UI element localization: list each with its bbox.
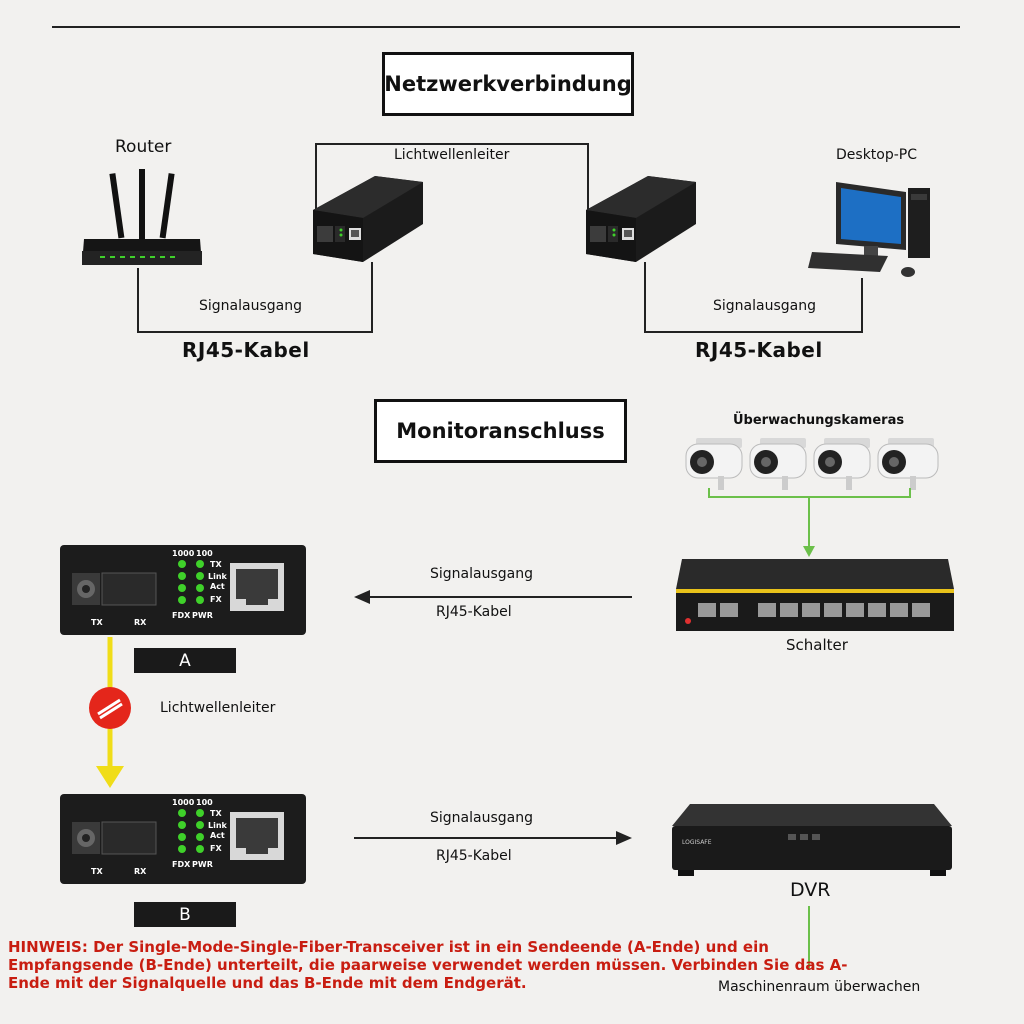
signal-label-bottom: Signalausgang: [430, 810, 533, 826]
led-fx-label: FX: [210, 844, 222, 853]
dvr-brand-label: LOGISAFE: [682, 839, 712, 846]
dvr-icon: LOGISAFE: [672, 804, 952, 876]
led-tx-label: TX: [210, 560, 222, 569]
converter-b: TX RX 1000 100 TX Link Act FX FDX PWR: [60, 794, 306, 884]
led-act-label: Act: [210, 582, 225, 591]
surveillance-cameras: [685, 438, 939, 490]
camera-icon: [749, 438, 807, 490]
desktop-label: Desktop-PC: [836, 147, 918, 163]
port-rx-label: RX: [134, 867, 147, 876]
router-icon: [82, 169, 202, 265]
network-switch-icon: [676, 559, 954, 631]
note-text: HINWEIS: Der Single-Mode-Single-Fiber-Tr…: [8, 938, 848, 992]
rj45-label-right: RJ45-Kabel: [695, 338, 823, 362]
rj45-label-left: RJ45-Kabel: [182, 338, 310, 362]
signal-label-right: Signalausgang: [713, 298, 816, 314]
led-100-label: 100: [196, 798, 213, 807]
signal-label-top: Signalausgang: [430, 566, 533, 582]
led-100-label: 100: [196, 549, 213, 558]
fiber-label-monitor: Lichtwellenleiter: [160, 700, 276, 716]
converter-a: TX RX 1000 100 TX Link Act FX FDX PWR: [60, 545, 306, 635]
rj45-label-bottom: RJ45-Kabel: [436, 848, 512, 864]
network-connection-lines: [137, 143, 863, 333]
dvr-room-line: [808, 906, 810, 968]
led-tx-label: TX: [210, 809, 222, 818]
end-b-tag: B: [134, 902, 236, 927]
cameras-label: Überwachungskameras: [733, 413, 905, 428]
led-link-label: Link: [208, 821, 228, 830]
led-pwr-label: PWR: [192, 860, 213, 869]
port-tx-label: TX: [91, 618, 103, 627]
camera-icon: [685, 438, 743, 490]
section-title-monitor: Monitoranschluss: [374, 399, 627, 463]
converter-b-panel: TX RX 1000 100 TX Link Act FX FDX PWR: [72, 798, 284, 876]
led-1000-label: 1000: [172, 549, 195, 558]
media-converter-right: [586, 176, 696, 262]
end-a-tag: A: [134, 648, 236, 673]
led-fdx-label: FDX: [172, 860, 191, 869]
camera-icon: [877, 438, 939, 490]
desktop-pc-icon: [808, 182, 930, 277]
section-title-network: Netzwerkverbindung: [382, 52, 634, 116]
port-tx-label: TX: [91, 867, 103, 876]
dvr-label: DVR: [790, 879, 831, 901]
camera-icon: [813, 438, 871, 490]
led-pwr-label: PWR: [192, 611, 213, 620]
room-label: Maschinenraum überwachen: [718, 979, 921, 995]
switch-label: Schalter: [786, 636, 848, 654]
port-rx-label: RX: [134, 618, 147, 627]
fiber-line: [315, 143, 589, 236]
top-rule: [52, 26, 960, 28]
signal-label-left: Signalausgang: [199, 298, 302, 314]
rj45-line-left: [137, 262, 373, 333]
rj45-label-top: RJ45-Kabel: [436, 604, 512, 620]
converter-a-panel: TX RX 1000 100 TX Link Act FX FDX PWR: [72, 549, 284, 627]
fiber-label: Lichtwellenleiter: [394, 147, 510, 163]
led-fdx-label: FDX: [172, 611, 191, 620]
led-1000-label: 1000: [172, 798, 195, 807]
media-converter-left: [313, 176, 423, 262]
led-fx-label: FX: [210, 595, 222, 604]
rj45-line-right: [644, 262, 863, 333]
router-label: Router: [115, 137, 172, 157]
led-act-label: Act: [210, 831, 225, 840]
led-link-label: Link: [208, 572, 228, 581]
